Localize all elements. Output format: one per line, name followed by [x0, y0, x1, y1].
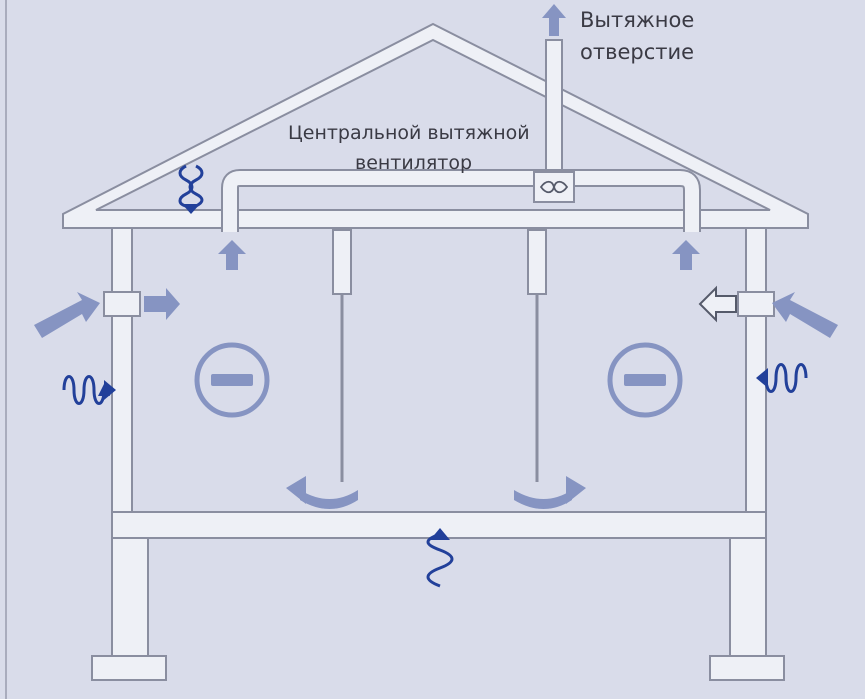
right-outside-arrow-icon — [772, 292, 838, 338]
left-wall-vent — [103, 291, 141, 317]
ceiling-fixtures — [332, 229, 547, 482]
exhaust-outlet-label-line-1: Вытяжное — [580, 8, 695, 32]
minus-circle-icon — [607, 342, 683, 418]
right-return-arrow-icon — [514, 476, 586, 509]
right-wall-vent — [737, 291, 775, 317]
exhaust-duct — [221, 169, 701, 232]
exhaust-stack-front — [547, 44, 561, 176]
right-vent-inflow-arrow-icon — [698, 285, 737, 323]
left-return-arrow-icon — [286, 476, 358, 509]
left-outside-arrow-icon — [34, 292, 100, 338]
central-fan-label-line-1: Центральной вытяжной — [288, 122, 530, 144]
minus-circle-icon — [194, 342, 270, 418]
foundation — [91, 537, 785, 681]
right-wall — [745, 227, 767, 513]
left-intake-arrow-icon — [218, 240, 246, 270]
central-fan-label-line-2: вентилятор — [355, 152, 473, 174]
floor-leak-wavy-arrow-icon — [426, 528, 454, 588]
fan-icon — [533, 171, 575, 203]
left-vent-inflow-arrow-icon — [144, 288, 180, 320]
exhaust-outlet-label-line-2: отверстие — [580, 40, 695, 64]
left-wall — [111, 227, 133, 513]
left-wall-leak-wavy-arrow-icon — [62, 375, 116, 405]
attic-leak-wavy-arrow-icon — [178, 164, 204, 214]
exhaust-up-arrow-icon — [542, 4, 566, 36]
right-intake-arrow-icon — [672, 240, 700, 270]
right-wall-leak-wavy-arrow-icon — [756, 363, 808, 393]
